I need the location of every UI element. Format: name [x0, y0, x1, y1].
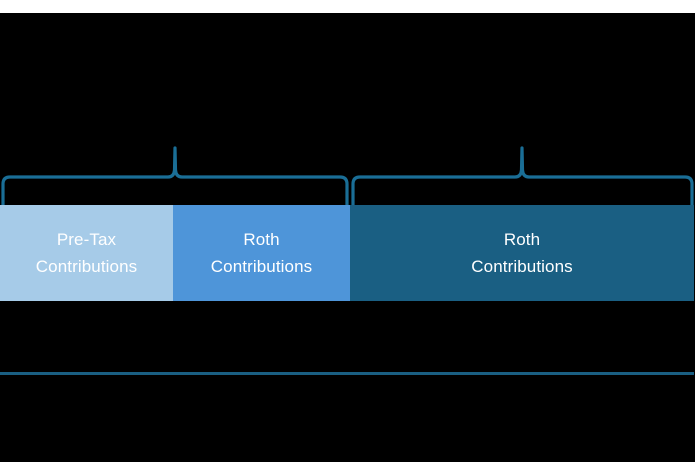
segment-label-line2: Contributions	[210, 257, 313, 276]
bar-segment-pre-tax-contributions[interactable]: Pre-Tax Contributions	[0, 205, 173, 301]
segment-label-line2: Contributions	[35, 257, 138, 276]
contribution-bar: Pre-Tax Contributions Roth Contributions…	[0, 205, 694, 301]
bar-segment-roth-contributions-2[interactable]: Roth Contributions	[350, 205, 694, 301]
top-white-strip	[0, 0, 695, 13]
segment-label-line1: Pre-Tax	[56, 230, 117, 249]
bar-segment-roth-contributions-1[interactable]: Roth Contributions	[173, 205, 350, 301]
segment-label-line2: Contributions	[471, 257, 573, 276]
segment-label-line1: Roth	[503, 230, 541, 249]
segment-label-line1: Roth	[243, 230, 280, 249]
horizontal-divider	[0, 372, 694, 375]
